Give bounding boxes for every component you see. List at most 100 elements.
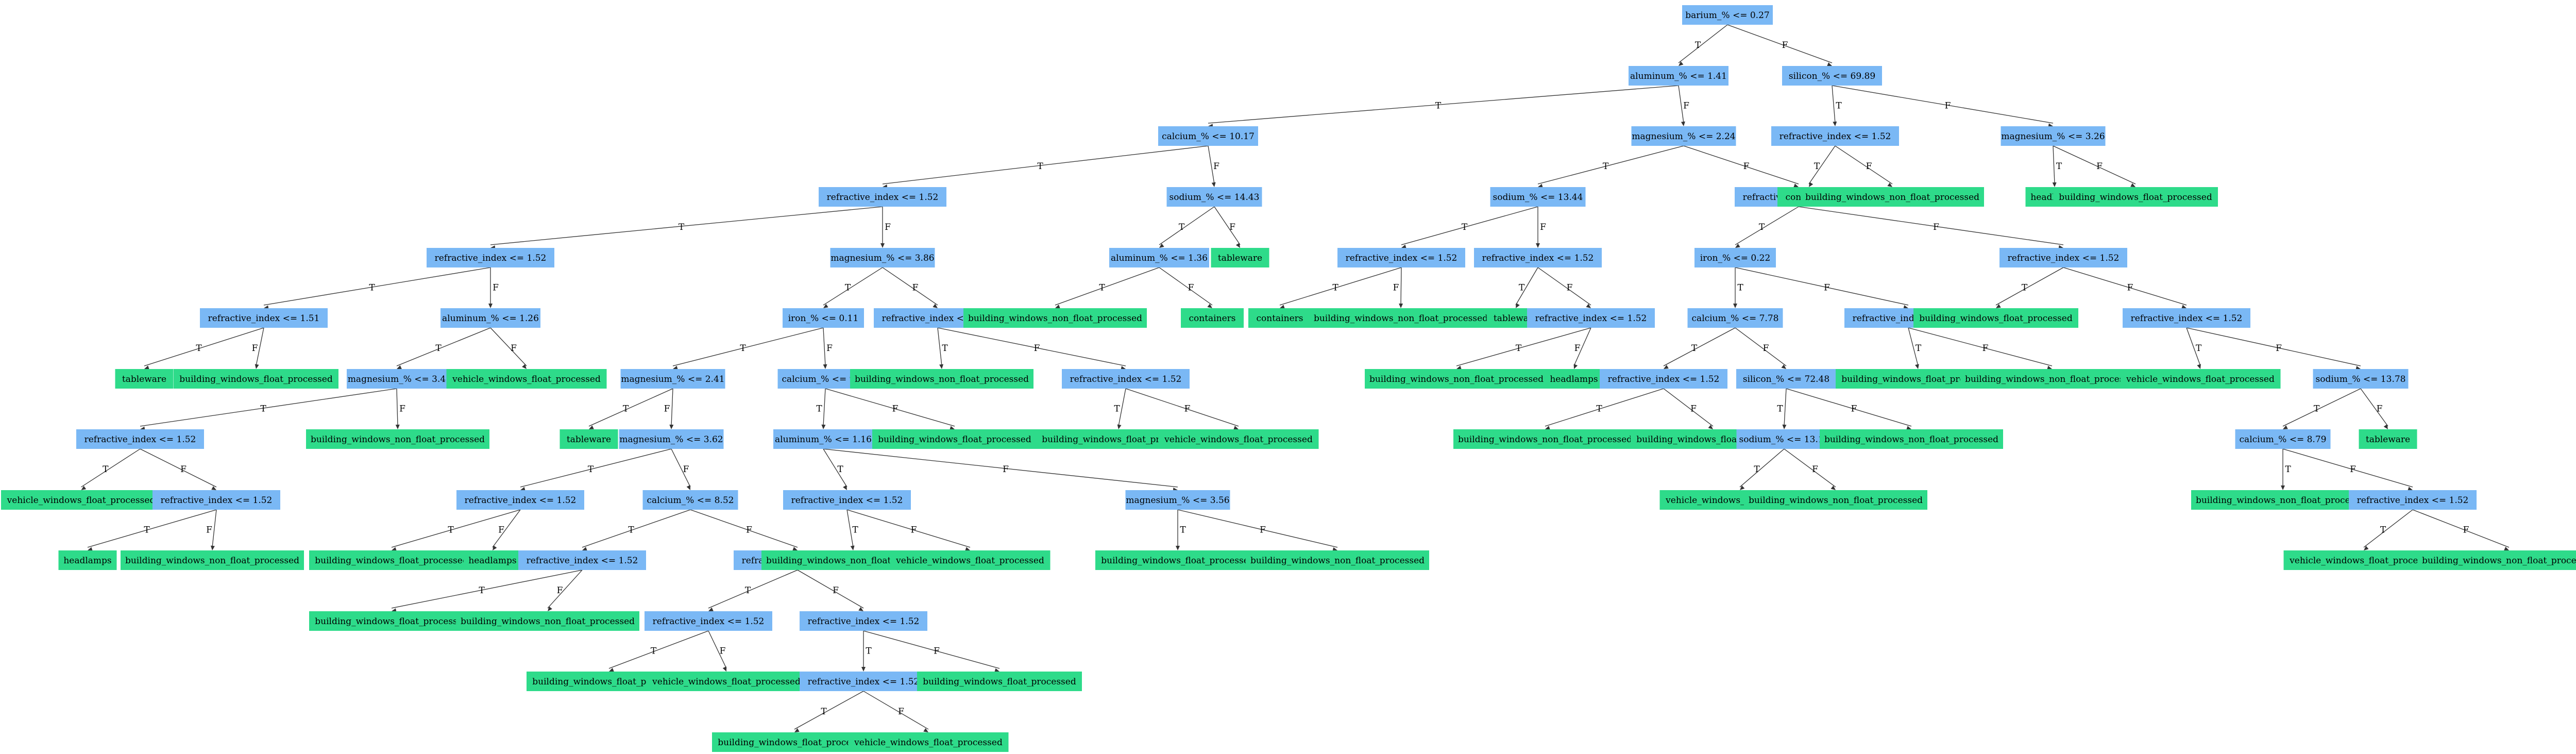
split-node: sodium_% <= 13.14 bbox=[1737, 429, 1832, 449]
leaf-node-label: vehicle_windows_float_processed bbox=[2126, 374, 2275, 384]
edge-n81-n89 bbox=[392, 570, 582, 608]
edge-label: F bbox=[1812, 464, 1818, 475]
edge-n25-n41 bbox=[673, 328, 823, 366]
edge-label: F bbox=[1540, 222, 1546, 232]
leaf-node-label: vehicle_windows_float_processed bbox=[854, 738, 1003, 748]
edge-n56-n71 bbox=[520, 449, 671, 487]
leaf-node-label: vehicle_windows_float_processed bbox=[452, 374, 601, 384]
split-node: refractive_index <= 1.52 bbox=[800, 611, 927, 631]
edge-n72-n82 bbox=[690, 510, 798, 547]
split-node-label: sodium_% <= 13.78 bbox=[2316, 374, 2406, 384]
edge-label: T bbox=[1180, 525, 1186, 535]
leaf-node: headlamps bbox=[1545, 369, 1603, 389]
leaf-node: vehicle_windows_float_processed bbox=[2121, 369, 2281, 389]
edge-arrowhead bbox=[723, 666, 726, 672]
split-node-label: refractive_index <= 1.52 bbox=[1346, 253, 1458, 263]
split-node-label: magnesium_% <= 3.26 bbox=[2001, 131, 2105, 142]
edge-label: T bbox=[651, 646, 657, 657]
edge-label: T bbox=[816, 404, 822, 414]
split-node-label: magnesium_% <= 3.4 bbox=[348, 374, 446, 384]
edge-label: F bbox=[1184, 404, 1191, 414]
split-node: refractive_index <= 1.52 bbox=[783, 490, 911, 510]
edge-arrowhead bbox=[582, 547, 587, 550]
edge-arrowhead bbox=[1176, 546, 1180, 550]
edge-n95-n98 bbox=[863, 691, 928, 729]
edge-label: T bbox=[479, 585, 485, 596]
edge-label: T bbox=[448, 525, 454, 535]
leaf-node: vehicle_windows_float_processed bbox=[1159, 429, 1319, 449]
edge-n47-n62 bbox=[1664, 389, 1713, 426]
edge-arrowhead bbox=[2053, 182, 2057, 187]
leaf-node-label: building_windows_non_float_processed bbox=[1250, 556, 1425, 566]
split-node-label: refractive_index <= 1.52 bbox=[435, 253, 547, 263]
edge-label: F bbox=[826, 343, 833, 354]
edge-n1-n3 bbox=[1208, 86, 1679, 123]
edge-n21-n34 bbox=[1735, 267, 1908, 305]
leaf-node: building_windows_non_float_processed bbox=[850, 369, 1033, 389]
edge-arrowhead bbox=[1793, 183, 1799, 188]
edge-label: F bbox=[1945, 101, 1951, 111]
edge-n16-n25 bbox=[823, 267, 883, 305]
leaf-node: building_windows_non_float_processed bbox=[1960, 369, 2144, 389]
split-node-label: refractive_index <= 1.52 bbox=[808, 677, 920, 687]
split-node: silicon_% <= 72.48 bbox=[1736, 369, 1836, 389]
leaf-node-label: building_windows_non_float_processed bbox=[1805, 192, 1979, 203]
leaf-node: building_windows_non_float_processed bbox=[306, 429, 489, 449]
edge-n8-n17 bbox=[1159, 207, 1214, 245]
edge-label: F bbox=[1229, 222, 1235, 232]
edge-label: T bbox=[745, 585, 751, 596]
leaf-node-label: building_windows_non_float_processed bbox=[1749, 495, 1923, 506]
split-node: silicon_% <= 69.89 bbox=[1782, 66, 1882, 86]
leaf-node-label: building_windows_float_processed bbox=[315, 616, 468, 627]
edge-arrowhead bbox=[1733, 304, 1737, 308]
edge-label: T bbox=[845, 283, 851, 293]
edge-label: F bbox=[1782, 40, 1788, 51]
edge-label: F bbox=[912, 283, 919, 293]
edge-arrowhead bbox=[861, 667, 866, 672]
edge-n0-n2 bbox=[1727, 25, 1832, 63]
leaf-node-label: containers bbox=[1189, 313, 1236, 324]
edge-arrowhead bbox=[1117, 424, 1122, 429]
edge-label: T bbox=[1691, 343, 1698, 354]
split-node-label: calcium_% <= 7.78 bbox=[1692, 313, 1779, 324]
leaf-node-label: building_windows_non_float_processed bbox=[125, 556, 299, 566]
edge-arrowhead bbox=[1236, 243, 1240, 248]
edge-arrowhead bbox=[1516, 303, 1520, 308]
edge-n48-n64 bbox=[1786, 389, 1911, 426]
edge-label: F bbox=[2276, 343, 2282, 354]
leaf-node: tableware bbox=[1211, 248, 1269, 267]
split-node-label: silicon_% <= 69.89 bbox=[1789, 71, 1875, 81]
edge-n2-n6 bbox=[1832, 86, 2053, 123]
leaf-node-label: building_windows_non_float_processed bbox=[2196, 495, 2370, 506]
edge-n20-n32 bbox=[1538, 267, 1591, 305]
split-node: iron_% <= 0.22 bbox=[1694, 248, 1776, 267]
split-node: refractive_index <= 1.52 bbox=[645, 611, 772, 631]
edge-arrowhead bbox=[823, 364, 827, 369]
edge-label: T bbox=[1814, 161, 1820, 172]
split-node: refractive_index <= 1.52 bbox=[1771, 126, 1899, 146]
leaf-node: building_windows_non_float_processed bbox=[1309, 308, 1493, 328]
edge-n26-n43 bbox=[938, 328, 942, 366]
leaf-node: building_windows_non_float_processed bbox=[1453, 429, 1637, 449]
edge-n8-n18 bbox=[1214, 207, 1240, 245]
edge-label: T bbox=[740, 343, 746, 354]
edge-n82-n91 bbox=[708, 570, 798, 608]
leaf-node: building_windows_float_processed bbox=[917, 672, 1082, 691]
edge-label: F bbox=[1567, 283, 1573, 293]
edge-label: F bbox=[511, 343, 517, 354]
edge-n41-n55 bbox=[589, 389, 673, 426]
leaf-node-label: building_windows_float_processed bbox=[718, 738, 871, 748]
leaf-node-label: building_windows_non_float_processed bbox=[1458, 434, 1632, 445]
edge-label: T bbox=[1179, 222, 1185, 232]
edge-arrowhead bbox=[851, 546, 855, 550]
split-node-label: calcium_% <= 8.52 bbox=[647, 495, 734, 506]
edge-label: F bbox=[2127, 283, 2133, 293]
split-node: calcium_% <= 8.52 bbox=[643, 490, 738, 510]
edge-label: F bbox=[180, 464, 187, 475]
edge-label: T bbox=[1435, 101, 1442, 111]
leaf-node: tableware bbox=[115, 369, 174, 389]
edge-label: T bbox=[103, 464, 109, 475]
edge-n52-n66 bbox=[2361, 389, 2388, 426]
split-node: refractive_index <= 1.52 bbox=[152, 490, 280, 510]
edge-label: T bbox=[1759, 222, 1765, 232]
